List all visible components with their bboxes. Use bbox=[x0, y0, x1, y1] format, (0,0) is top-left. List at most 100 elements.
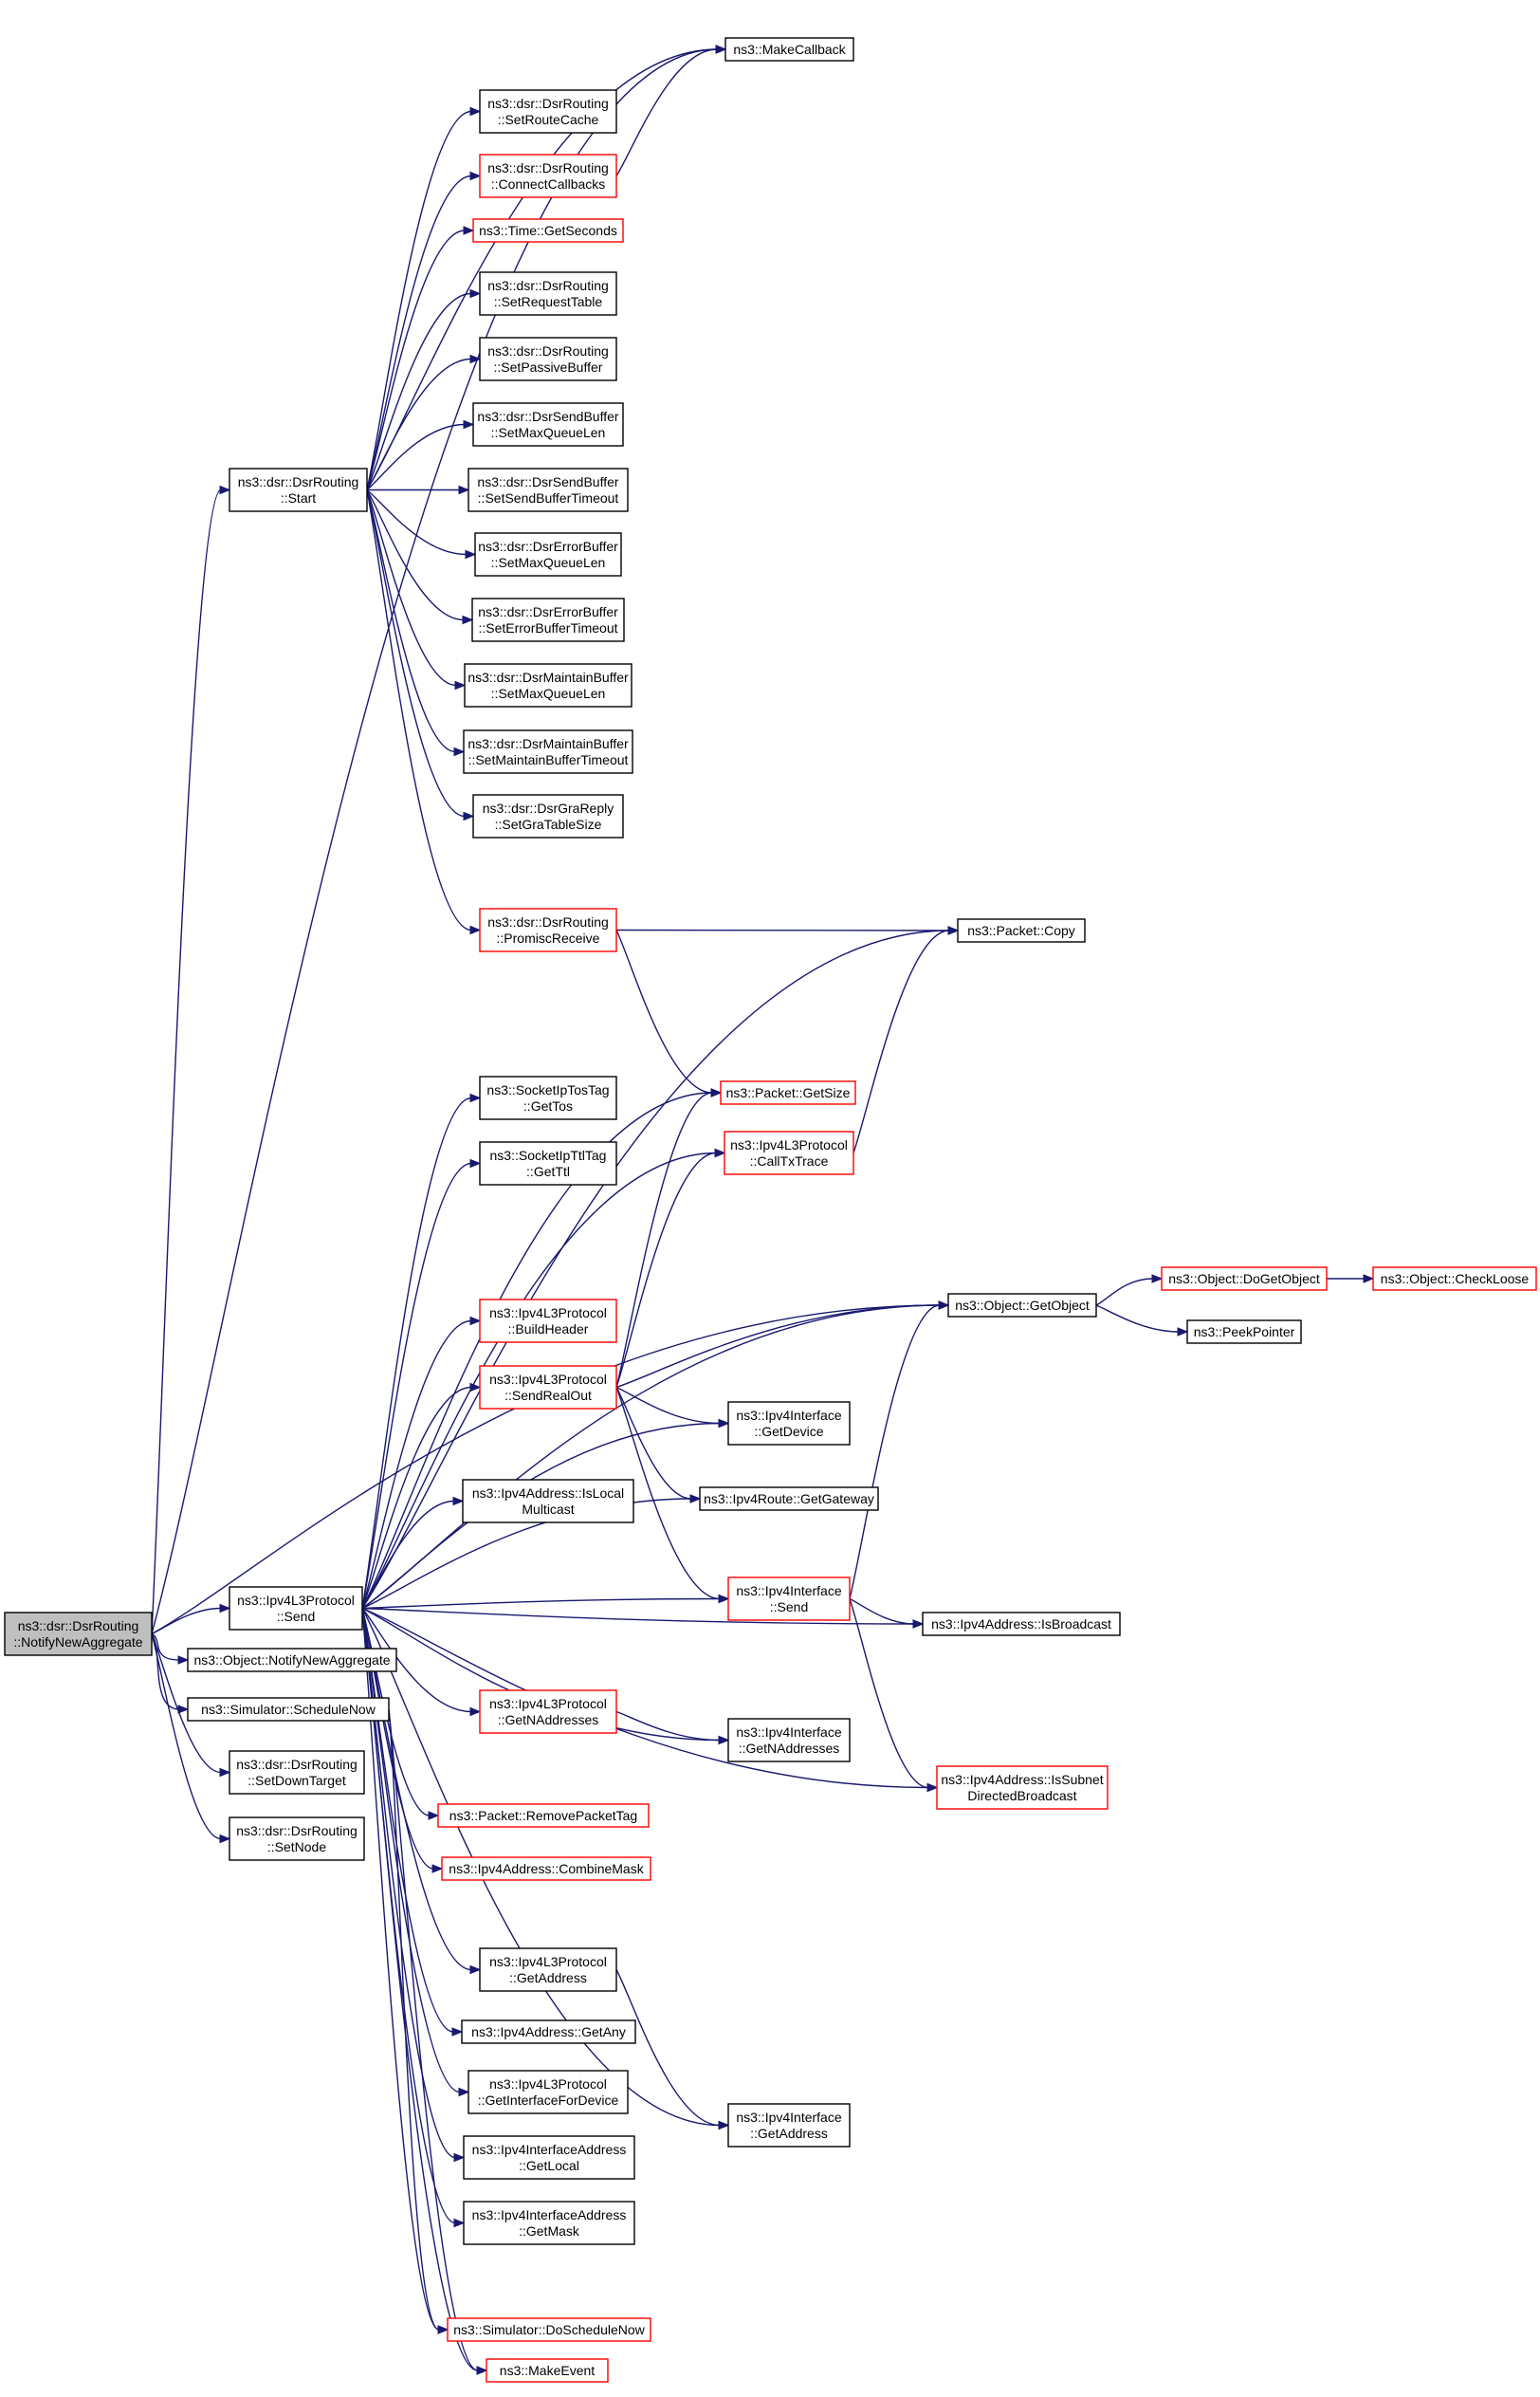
nodes-layer: ns3::dsr::DsrRouting::NotifyNewAggregate… bbox=[4, 37, 1537, 2383]
node-label: ns3::Ipv4Interface bbox=[736, 1724, 842, 1740]
node-getiffordev[interactable]: ns3::Ipv4L3Protocol::GetInterfaceForDevi… bbox=[468, 2070, 629, 2114]
node-peekptr[interactable]: ns3::PeekPointer bbox=[1186, 1319, 1302, 1344]
node-label: ::PromiscReceive bbox=[497, 931, 600, 946]
node-getlocal[interactable]: ns3::Ipv4InterfaceAddress::GetLocal bbox=[463, 2135, 635, 2180]
node-objnotify[interactable]: ns3::Object::NotifyNewAggregate bbox=[187, 1648, 397, 1672]
edge-start-to-mbmaxq bbox=[366, 489, 467, 691]
node-mbtimeout[interactable]: ns3::dsr::DsrMaintainBuffer::SetMaintain… bbox=[463, 729, 633, 774]
node-getany[interactable]: ns3::Ipv4Address::GetAny bbox=[461, 2019, 636, 2044]
node-label: ::Start bbox=[281, 490, 316, 506]
node-label: ::GetTos bbox=[523, 1098, 573, 1114]
node-label: ns3::dsr::DsrMaintainBuffer bbox=[468, 736, 629, 751]
node-pktsize[interactable]: ns3::Packet::GetSize bbox=[720, 1080, 856, 1105]
node-ifgetnaddr[interactable]: ns3::Ipv4Interface::GetNAddresses bbox=[727, 1718, 851, 1762]
node-getdevice[interactable]: ns3::Ipv4Interface::GetDevice bbox=[727, 1401, 851, 1446]
node-start[interactable]: ns3::dsr::DsrRouting::Start bbox=[229, 468, 368, 512]
node-l3getaddr[interactable]: ns3::Ipv4L3Protocol::GetAddress bbox=[479, 1947, 617, 1992]
node-ifsend[interactable]: ns3::Ipv4Interface::Send bbox=[727, 1576, 851, 1621]
node-getseconds[interactable]: ns3::Time::GetSeconds bbox=[472, 218, 624, 243]
edge-root-to-start bbox=[151, 485, 231, 1634]
edge-root-to-setdown bbox=[151, 1633, 231, 1778]
node-box bbox=[437, 1803, 650, 1828]
node-label: ns3::Ipv4InterfaceAddress bbox=[472, 2207, 627, 2222]
node-setroutecache[interactable]: ns3::dsr::DsrRouting::SetRouteCache bbox=[479, 89, 617, 134]
node-calltx[interactable]: ns3::Ipv4L3Protocol::CallTxTrace bbox=[724, 1131, 854, 1175]
node-mbmaxq[interactable]: ns3::dsr::DsrMaintainBuffer::SetMaxQueue… bbox=[464, 663, 632, 708]
node-ebmaxq[interactable]: ns3::dsr::DsrErrorBuffer::SetMaxQueueLen bbox=[474, 532, 622, 577]
node-label: ns3::Ipv4Address::GetAny bbox=[471, 2024, 626, 2039]
node-label: ::Send bbox=[277, 1609, 315, 1624]
node-getgateway[interactable]: ns3::Ipv4Route::GetGateway bbox=[699, 1486, 879, 1511]
edge-ifsend-to-getobject bbox=[849, 1300, 950, 1599]
node-box bbox=[479, 908, 617, 952]
node-label: ns3::Ipv4Interface bbox=[736, 2110, 842, 2125]
node-box bbox=[468, 468, 629, 512]
node-setreqtable[interactable]: ns3::dsr::DsrRouting::SetRequestTable bbox=[479, 271, 617, 316]
node-getmask[interactable]: ns3::Ipv4InterfaceAddress::GetMask bbox=[463, 2201, 635, 2245]
node-dogetobject[interactable]: ns3::Object::DoGetObject bbox=[1161, 1266, 1328, 1291]
node-label: ns3::dsr::DsrRouting bbox=[18, 1618, 139, 1633]
node-setnode[interactable]: ns3::dsr::DsrRouting::SetNode bbox=[229, 1816, 365, 1861]
node-ifgetaddr[interactable]: ns3::Ipv4Interface::GetAddress bbox=[727, 2103, 851, 2148]
node-sbtimeout[interactable]: ns3::dsr::DsrSendBuffer::SetSendBufferTi… bbox=[468, 468, 629, 512]
node-sbmaxq[interactable]: ns3::dsr::DsrSendBuffer::SetMaxQueueLen bbox=[472, 402, 624, 447]
edge-sendrealout-to-pktsize bbox=[615, 1088, 723, 1388]
node-label: ns3::Ipv4InterfaceAddress bbox=[472, 2142, 627, 2157]
edge-dogetobject-to-checkloose bbox=[1326, 1274, 1375, 1283]
edge-ifsend-to-isbroadcast bbox=[849, 1597, 925, 1629]
node-makecb[interactable]: ns3::MakeCallback bbox=[724, 37, 854, 62]
node-getobject[interactable]: ns3::Object::GetObject bbox=[947, 1293, 1097, 1318]
node-grareply[interactable]: ns3::dsr::DsrGraReply::SetGraTableSize bbox=[472, 794, 624, 839]
edge-send-to-makeevent bbox=[361, 1608, 488, 2375]
node-label: ns3::Time::GetSeconds bbox=[479, 223, 617, 238]
node-setpassive[interactable]: ns3::dsr::DsrRouting::SetPassiveBuffer bbox=[479, 337, 617, 381]
edge-l3getnaddr-to-ifgetnaddr bbox=[615, 1710, 730, 1745]
node-promisc[interactable]: ns3::dsr::DsrRouting::PromiscReceive bbox=[479, 908, 617, 952]
node-schednow[interactable]: ns3::Simulator::ScheduleNow bbox=[187, 1697, 390, 1722]
node-label: ::SetGraTableSize bbox=[495, 817, 602, 832]
node-label: ns3::dsr::DsrSendBuffer bbox=[477, 409, 618, 424]
node-label: ::GetAddress bbox=[750, 2126, 828, 2141]
node-checkloose[interactable]: ns3::Object::CheckLoose bbox=[1372, 1266, 1537, 1291]
edges-layer bbox=[151, 45, 1375, 2375]
node-combinemask[interactable]: ns3::Ipv4Address::CombineMask bbox=[441, 1856, 651, 1881]
node-label: DirectedBroadcast bbox=[967, 1788, 1076, 1803]
edge-sendrealout-to-getgateway bbox=[615, 1387, 702, 1503]
edge-promisc-to-pktcopy bbox=[615, 926, 960, 935]
node-isbroadcast[interactable]: ns3::Ipv4Address::IsBroadcast bbox=[922, 1612, 1121, 1636]
node-root[interactable]: ns3::dsr::DsrRouting::NotifyNewAggregate bbox=[4, 1612, 153, 1656]
node-connectcb[interactable]: ns3::dsr::DsrRouting::ConnectCallbacks bbox=[479, 154, 617, 198]
node-label: ns3::dsr::DsrRouting bbox=[487, 343, 609, 359]
node-label: ::SetMaxQueueLen bbox=[491, 425, 606, 440]
node-label: ::SetMaxQueueLen bbox=[491, 686, 606, 701]
node-box bbox=[464, 663, 632, 708]
node-gettos[interactable]: ns3::SocketIpTosTag::GetTos bbox=[479, 1076, 617, 1120]
node-box bbox=[471, 598, 625, 642]
node-label: ns3::dsr::DsrSendBuffer bbox=[477, 474, 618, 489]
edge-send-to-buildheader bbox=[361, 1316, 482, 1609]
node-box bbox=[463, 729, 633, 774]
node-ebtimeout[interactable]: ns3::dsr::DsrErrorBuffer::SetErrorBuffer… bbox=[471, 598, 625, 642]
node-label: ns3::Ipv4L3Protocol bbox=[489, 1696, 607, 1711]
node-box bbox=[720, 1080, 856, 1105]
node-doschednow[interactable]: ns3::Simulator::DoScheduleNow bbox=[447, 2317, 651, 2342]
node-label: ns3::MakeEvent bbox=[500, 2363, 595, 2378]
node-buildheader[interactable]: ns3::Ipv4L3Protocol::BuildHeader bbox=[479, 1299, 617, 1343]
node-removetag[interactable]: ns3::Packet::RemovePacketTag bbox=[437, 1803, 650, 1828]
edge-send-to-islocalmc bbox=[361, 1496, 465, 1609]
node-send[interactable]: ns3::Ipv4L3Protocol::Send bbox=[229, 1586, 363, 1631]
edge-send-to-ifsend bbox=[361, 1594, 730, 1610]
node-sendrealout[interactable]: ns3::Ipv4L3Protocol::SendRealOut bbox=[479, 1365, 617, 1410]
node-box bbox=[479, 1365, 617, 1410]
edge-send-to-gettos bbox=[361, 1093, 482, 1609]
node-subnetbc[interactable]: ns3::Ipv4Address::IsSubnetDirectedBroadc… bbox=[936, 1765, 1109, 1810]
node-makeevent[interactable]: ns3::MakeEvent bbox=[486, 2358, 609, 2383]
node-setdown[interactable]: ns3::dsr::DsrRouting::SetDownTarget bbox=[229, 1750, 365, 1795]
edge-start-to-ebtimeout bbox=[366, 489, 474, 625]
node-box bbox=[461, 2019, 636, 2044]
node-getttl[interactable]: ns3::SocketIpTtlTag::GetTtl bbox=[479, 1141, 617, 1186]
node-pktcopy[interactable]: ns3::Packet::Copy bbox=[957, 918, 1086, 943]
node-l3getnaddr[interactable]: ns3::Ipv4L3Protocol::GetNAddresses bbox=[479, 1689, 617, 1734]
node-label: ns3::Ipv4L3Protocol bbox=[489, 2076, 607, 2092]
